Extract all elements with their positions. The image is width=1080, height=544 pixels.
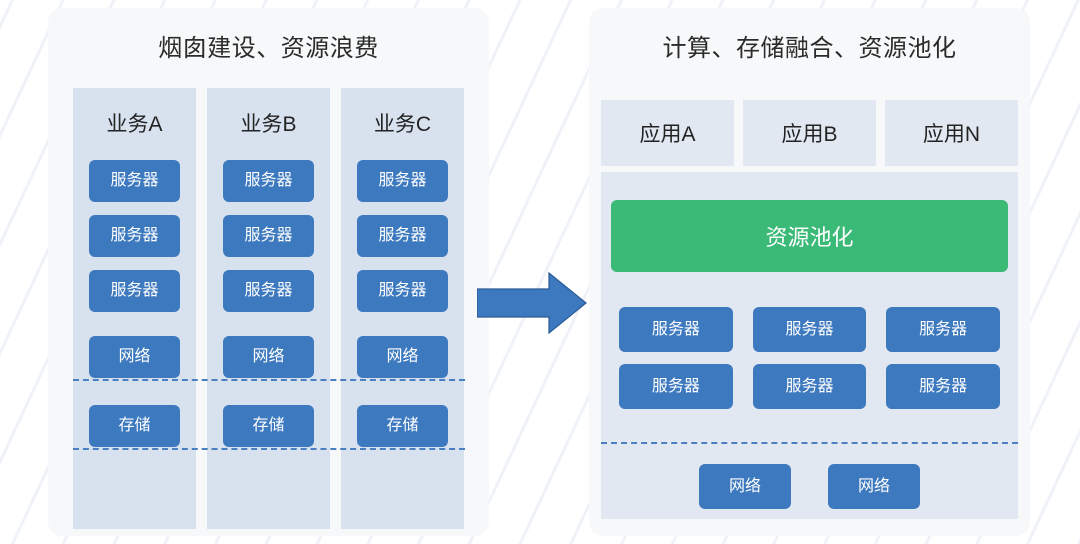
server-chip[interactable]: 服务器 bbox=[89, 215, 180, 257]
server-chip[interactable]: 服务器 bbox=[619, 307, 733, 352]
server-chip[interactable]: 服务器 bbox=[357, 160, 448, 202]
app-box-b[interactable]: 应用B bbox=[743, 100, 876, 166]
silo-header-b: 业务B bbox=[240, 113, 297, 136]
server-chip[interactable]: 服务器 bbox=[752, 364, 867, 409]
network-chip[interactable]: 网络 bbox=[357, 336, 448, 378]
silo-server-stack-c: 服务器 服务器 服务器 bbox=[341, 160, 464, 312]
server-chip[interactable]: 服务器 bbox=[886, 307, 1000, 352]
silo-server-stack-b: 服务器 服务器 服务器 bbox=[207, 160, 330, 312]
silo-network-stack-a: 网络 bbox=[73, 336, 196, 378]
application-row: 应用A 应用B 应用N bbox=[601, 100, 1018, 166]
silo-network-stack-c: 网络 bbox=[341, 336, 464, 378]
right-panel: 计算、存储融合、资源池化 应用A 应用B 应用N 资源池化 服务器 服务器 服务… bbox=[589, 8, 1030, 536]
app-box-a[interactable]: 应用A bbox=[601, 100, 734, 166]
silo-column-c: 业务C 服务器 服务器 服务器 网络 存储 bbox=[341, 88, 464, 529]
server-chip[interactable]: 服务器 bbox=[223, 160, 314, 202]
server-chip[interactable]: 服务器 bbox=[357, 215, 448, 257]
right-panel-title: 计算、存储融合、资源池化 bbox=[662, 35, 957, 62]
silo-header-c: 业务C bbox=[373, 113, 432, 136]
silo-storage-stack-a: 存储 bbox=[73, 405, 196, 447]
resource-pool-container: 资源池化 服务器 服务器 服务器 服务器 服务器 服务器 网络 网络 bbox=[601, 172, 1018, 519]
storage-chip[interactable]: 存储 bbox=[89, 405, 180, 447]
network-storage-divider bbox=[73, 448, 465, 450]
server-chip[interactable]: 服务器 bbox=[223, 270, 314, 312]
silo-storage-stack-b: 存储 bbox=[207, 405, 330, 447]
compute-network-divider bbox=[73, 379, 465, 381]
pooled-server-grid: 服务器 服务器 服务器 服务器 服务器 服务器 bbox=[611, 307, 1008, 409]
app-box-n[interactable]: 应用N bbox=[885, 100, 1018, 166]
network-chip[interactable]: 网络 bbox=[223, 336, 314, 378]
server-chip[interactable]: 服务器 bbox=[886, 364, 1000, 409]
server-chip[interactable]: 服务器 bbox=[223, 215, 314, 257]
silo-column-b: 业务B 服务器 服务器 服务器 网络 存储 bbox=[207, 88, 330, 529]
silo-network-stack-b: 网络 bbox=[207, 336, 330, 378]
pooled-network-row: 网络 网络 bbox=[601, 464, 1018, 509]
resource-pool-box[interactable]: 资源池化 bbox=[611, 200, 1008, 272]
server-chip[interactable]: 服务器 bbox=[752, 307, 867, 352]
left-panel-title: 烟囱建设、资源浪费 bbox=[158, 35, 379, 62]
left-panel: 烟囱建设、资源浪费 业务A 服务器 服务器 服务器 网络 存储 业务B 服务器 … bbox=[48, 8, 489, 536]
server-chip[interactable]: 服务器 bbox=[89, 160, 180, 202]
server-network-divider bbox=[601, 442, 1018, 444]
storage-chip[interactable]: 存储 bbox=[357, 405, 448, 447]
network-chip[interactable]: 网络 bbox=[699, 464, 791, 509]
network-chip[interactable]: 网络 bbox=[89, 336, 180, 378]
server-chip[interactable]: 服务器 bbox=[619, 364, 733, 409]
arrow-right-icon bbox=[476, 271, 587, 335]
network-chip[interactable]: 网络 bbox=[828, 464, 920, 509]
silo-column-a: 业务A 服务器 服务器 服务器 网络 存储 bbox=[73, 88, 196, 529]
silo-storage-stack-c: 存储 bbox=[341, 405, 464, 447]
silo-header-a: 业务A bbox=[106, 113, 163, 136]
server-chip[interactable]: 服务器 bbox=[357, 270, 448, 312]
storage-chip[interactable]: 存储 bbox=[223, 405, 314, 447]
silo-columns: 业务A 服务器 服务器 服务器 网络 存储 业务B 服务器 服务器 服务器 网络 bbox=[73, 88, 465, 529]
silo-server-stack-a: 服务器 服务器 服务器 bbox=[73, 160, 196, 312]
server-chip[interactable]: 服务器 bbox=[89, 270, 180, 312]
